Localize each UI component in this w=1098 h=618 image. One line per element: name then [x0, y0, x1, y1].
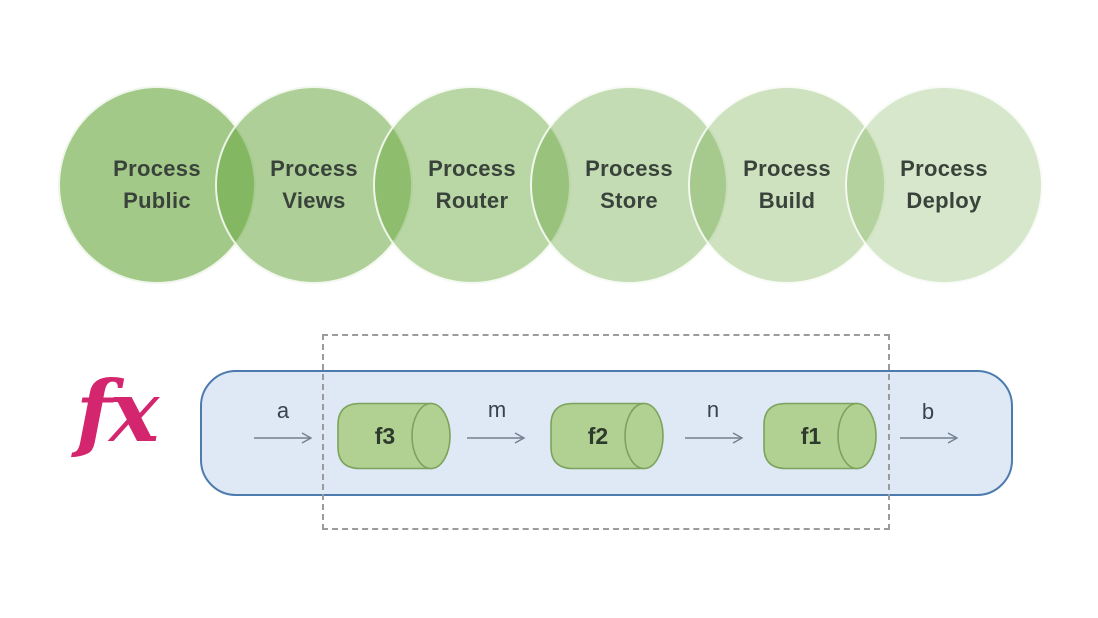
arrow-right-icon — [685, 432, 744, 444]
process-circle-label: Process Router — [428, 153, 516, 217]
cylinder-label: f3 — [374, 422, 396, 449]
circle-line2: Deploy — [906, 188, 982, 213]
process-circle-label: Process Store — [585, 153, 673, 217]
circle-line2: Build — [758, 188, 816, 213]
circle-line1: Process — [585, 156, 673, 181]
process-circle-label: Process Views — [270, 153, 358, 217]
cylinder-icon — [550, 402, 664, 470]
circle-line2: Public — [123, 188, 191, 213]
arrow-label-m: m — [487, 397, 507, 422]
process-circle-label: Process Deploy — [900, 153, 988, 217]
process-circle-label: Process Public — [113, 153, 201, 217]
circle-line1: Process — [428, 156, 516, 181]
circle-line1: Process — [270, 156, 358, 181]
process-circle-label: Process Build — [743, 153, 831, 217]
function-cylinder-f1: f1 — [762, 401, 878, 471]
arrow-label-n: n — [706, 397, 720, 422]
circle-line1: Process — [743, 156, 831, 181]
cylinder-label: f2 — [587, 422, 609, 449]
circle-line1: Process — [113, 156, 201, 181]
process-circle-deploy: Process Deploy — [845, 86, 1043, 284]
arrow-label-a: a — [276, 398, 290, 423]
circle-line2: Store — [600, 188, 658, 213]
cylinder-label: f1 — [800, 422, 822, 449]
arrow-right-icon — [467, 432, 526, 444]
circle-line2: Router — [435, 188, 509, 213]
function-cylinder-f3: f3 — [336, 401, 452, 471]
circle-line2: Views — [282, 188, 346, 213]
arrow-right-icon — [900, 432, 959, 444]
circle-line1: Process — [900, 156, 988, 181]
arrow-right-icon — [254, 432, 313, 444]
cylinder-icon — [337, 402, 451, 470]
arrow-label-b: b — [921, 399, 935, 424]
function-cylinder-f2: f2 — [549, 401, 665, 471]
fx-function-label: fx — [76, 362, 159, 461]
cylinder-icon — [763, 402, 877, 470]
composition-boundary — [322, 334, 890, 530]
